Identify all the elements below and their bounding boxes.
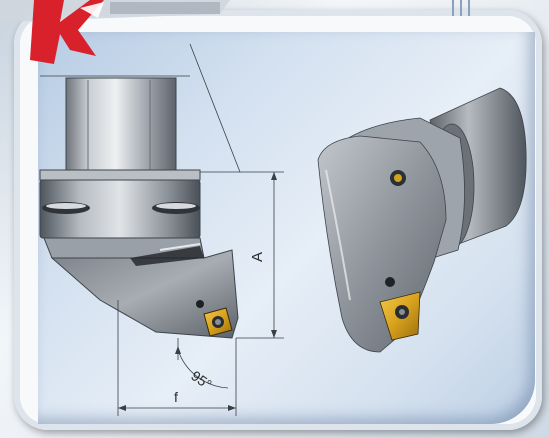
tool-side-view <box>39 77 239 339</box>
tool-3d-body <box>317 135 447 353</box>
insert-front <box>196 300 233 337</box>
corner-mark <box>452 0 470 16</box>
drawing-panel: A f 95° <box>38 32 535 424</box>
brand-logo <box>0 0 230 64</box>
dimension-label-f: f <box>174 389 178 405</box>
dimension-lines <box>40 43 284 416</box>
tool-shank <box>66 78 176 174</box>
tool-head <box>50 249 239 339</box>
tool-3d-view <box>317 87 527 353</box>
insert-3d <box>379 291 421 341</box>
technical-drawing: A f 95° <box>39 43 527 416</box>
dimension-label-a: A <box>249 252 266 262</box>
angle-label: 95° <box>188 367 215 392</box>
